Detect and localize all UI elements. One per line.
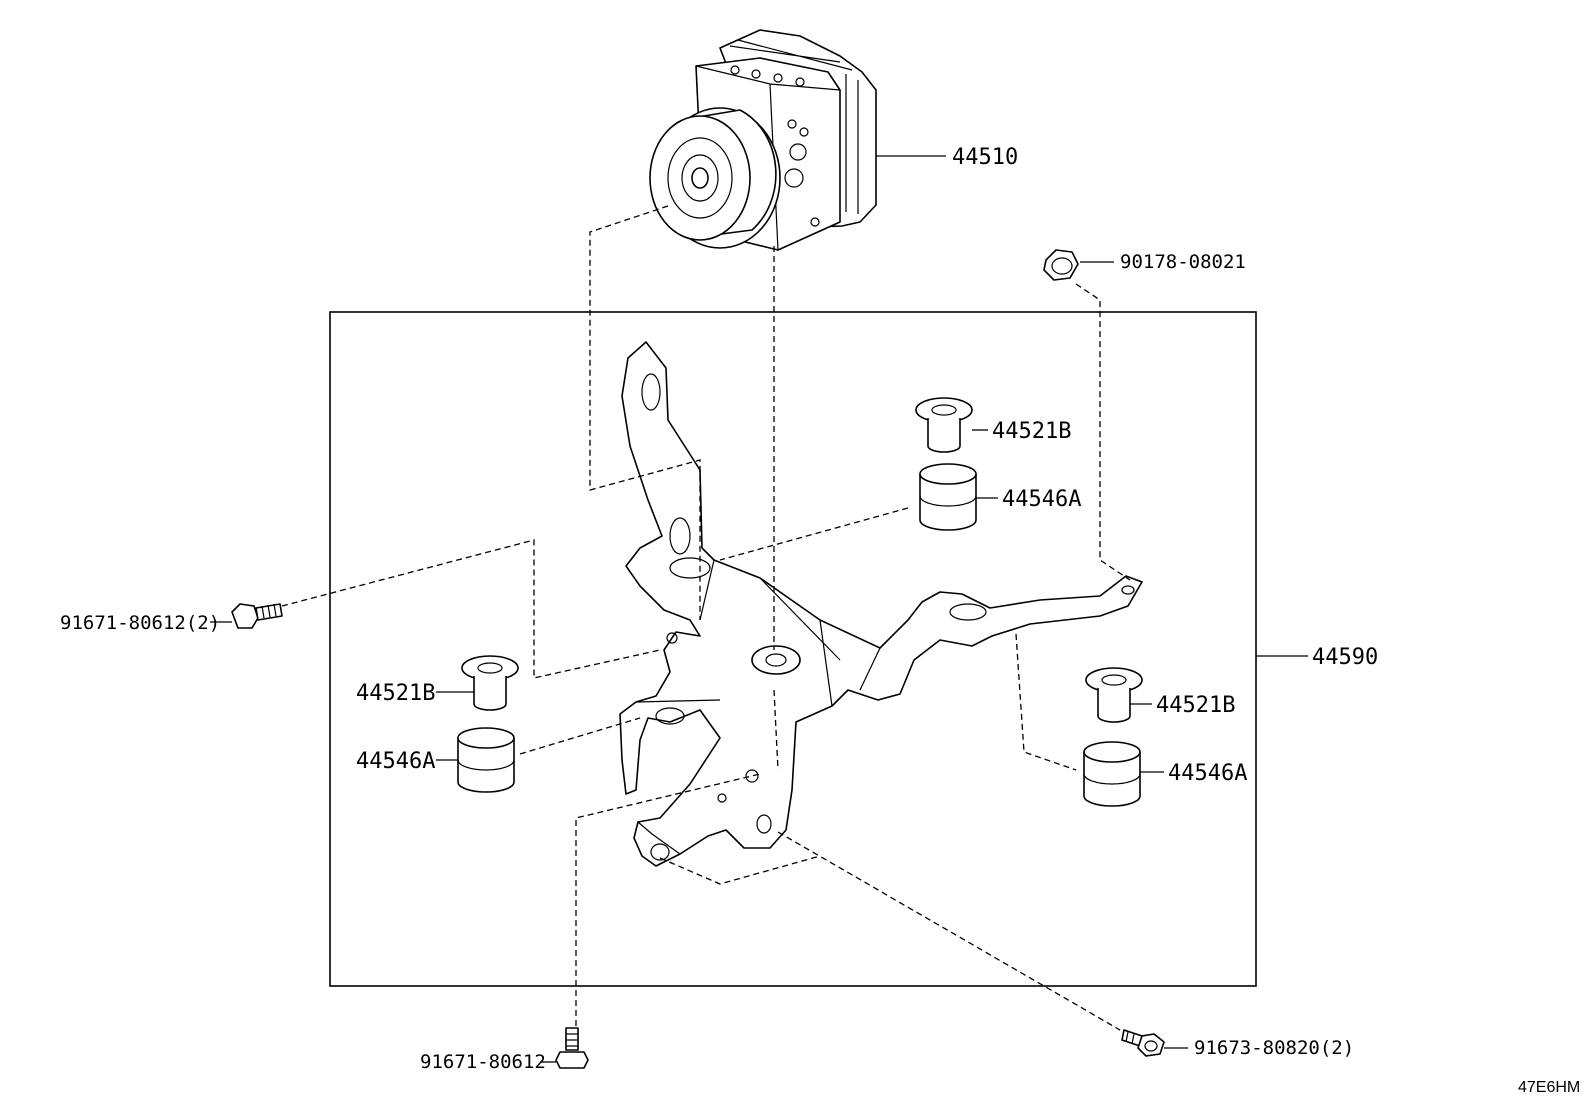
label-44521B-left[interactable]: 44521B — [356, 681, 435, 706]
assembly-frame — [329, 311, 1257, 987]
label-91671-80612[interactable]: 91671-80612 — [420, 1051, 546, 1073]
assembly-lines — [281, 205, 1131, 1031]
label-44590[interactable]: 44590 — [1312, 645, 1378, 670]
cushion-right-drawing[interactable] — [1083, 741, 1141, 807]
label-44546A-left[interactable]: 44546A — [356, 749, 435, 774]
bolt-bottom-drawing[interactable] — [555, 1027, 589, 1069]
leader-lines — [210, 155, 1308, 1063]
label-91673-80820-2[interactable]: 91673-80820(2) — [1194, 1037, 1354, 1059]
collar-top-drawing[interactable] — [915, 397, 973, 453]
nut-drawing[interactable] — [1043, 249, 1079, 281]
bolt-bottom-right-drawing[interactable] — [1121, 1029, 1165, 1057]
label-91671-80612-2[interactable]: 91671-80612(2) — [60, 612, 220, 634]
label-44546A-top[interactable]: 44546A — [1002, 487, 1081, 512]
label-44510[interactable]: 44510 — [952, 145, 1018, 170]
cushion-top-drawing[interactable] — [919, 463, 977, 531]
bolt-left-drawing[interactable] — [231, 603, 283, 629]
label-44521B-top[interactable]: 44521B — [992, 419, 1071, 444]
label-90178-08021[interactable]: 90178-08021 — [1120, 251, 1246, 273]
label-44521B-right[interactable]: 44521B — [1156, 693, 1235, 718]
label-44546A-right[interactable]: 44546A — [1168, 761, 1247, 786]
abs-actuator-drawing[interactable] — [649, 29, 877, 251]
collar-right-drawing[interactable] — [1085, 667, 1143, 723]
drawing-code: 47E6HM — [1518, 1079, 1580, 1096]
collar-left-drawing[interactable] — [461, 655, 519, 711]
bracket-drawing[interactable] — [619, 341, 1143, 867]
cushion-left-drawing[interactable] — [457, 727, 515, 793]
